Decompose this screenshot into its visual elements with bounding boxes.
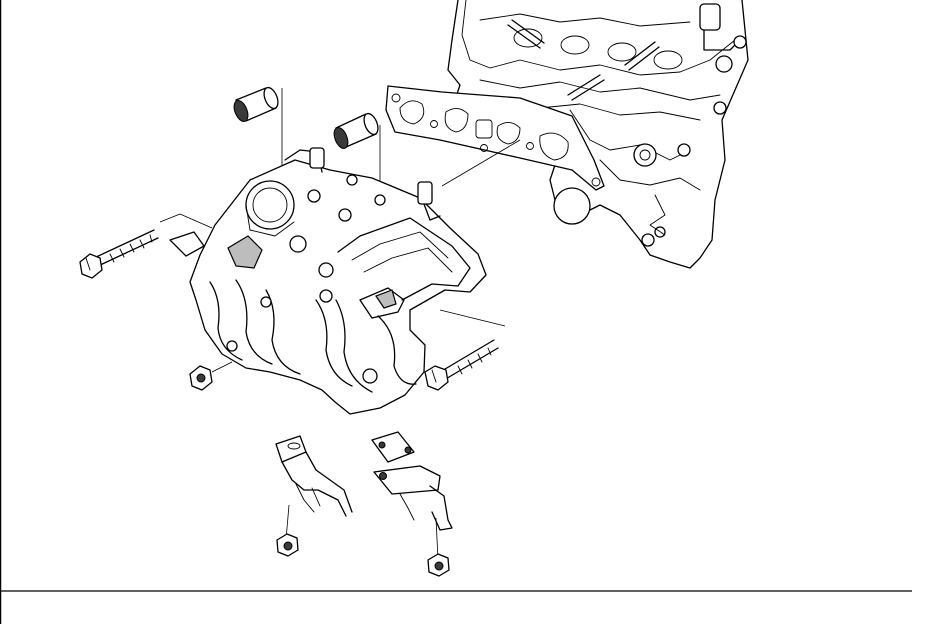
manifold-support-bracket-icon xyxy=(275,435,353,517)
intake-manifold-icon xyxy=(169,147,487,415)
engine-cylinder-head-icon xyxy=(447,0,749,269)
manifold-bolt-icon xyxy=(79,229,159,279)
stud-spacer-icon xyxy=(333,112,379,149)
bracket-nut-icon xyxy=(427,553,450,577)
stud-spacer-icon xyxy=(233,86,279,122)
nut-leader-line xyxy=(211,361,233,373)
intake-manifold-gasket-icon xyxy=(385,85,605,191)
bolt-leader-line-right xyxy=(439,309,506,327)
manifold-support-bracket-icon xyxy=(371,431,453,531)
bracket-nut-icon xyxy=(276,533,299,557)
bolt-leader-line-left xyxy=(159,213,181,223)
gasket-leader-line xyxy=(441,139,521,187)
manifold-bolt-icon xyxy=(424,339,499,391)
manifold-nut-icon xyxy=(189,365,213,391)
bracket-nut-leader-right xyxy=(435,517,439,561)
bolt-leader-line-left-2 xyxy=(179,213,213,229)
